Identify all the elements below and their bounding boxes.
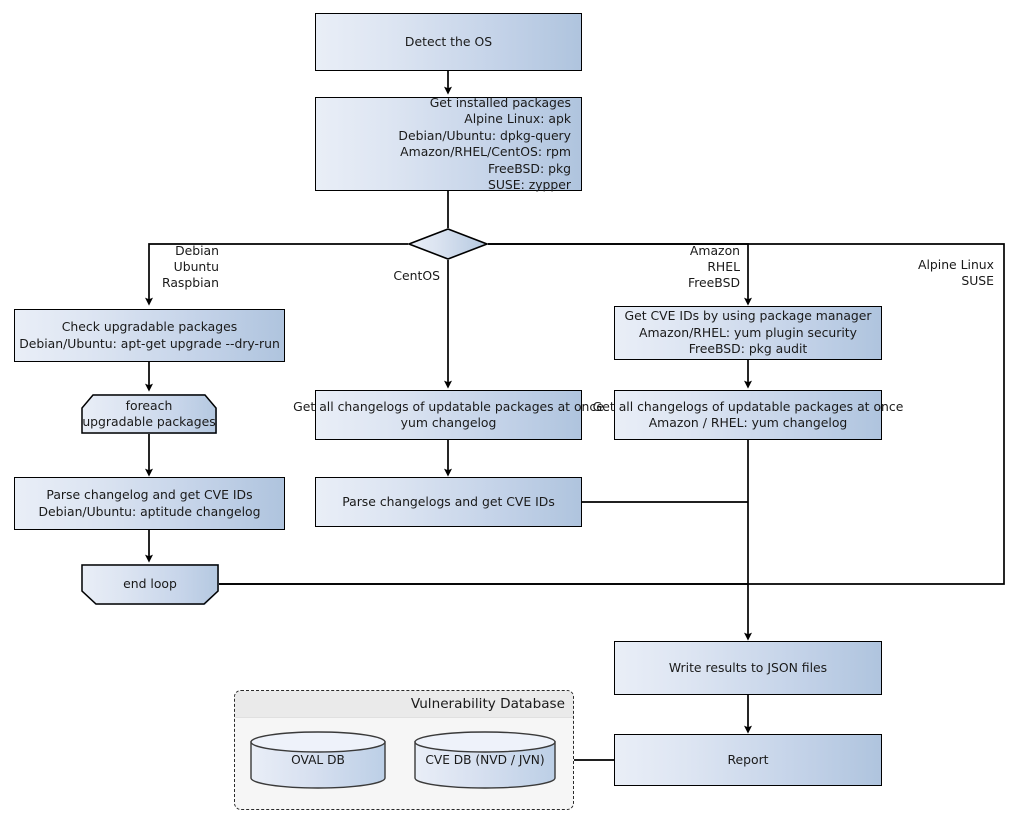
node-report-label: Report (727, 751, 769, 767)
node-report[interactable]: Report (614, 734, 882, 786)
branch-label-debian: Debian Ubuntu Raspbian (161, 243, 219, 291)
node-detect-os-label: Detect the OS (404, 33, 493, 49)
node-write-results-label: Write results to JSON files (668, 659, 828, 675)
db-cve[interactable]: CVE DB (NVD / JVN) (414, 731, 556, 789)
db-oval[interactable]: OVAL DB (250, 731, 386, 789)
db-cve-label: CVE DB (NVD / JVN) (425, 753, 545, 767)
db-oval-label: OVAL DB (291, 753, 345, 767)
node-end-loop-label: end loop (123, 576, 177, 592)
branch-label-alpine: Alpine Linux SUSE (917, 257, 994, 289)
branch-label-centos: CentOS (393, 268, 440, 283)
group-vulnerability-database-title: Vulnerability Database (410, 696, 565, 712)
branch-label-amazon: Amazon RHEL FreeBSD (688, 243, 740, 291)
node-detect-os[interactable]: Detect the OS (315, 13, 582, 71)
node-os-decision[interactable] (406, 228, 490, 260)
node-changelogs-centos-label: Get all changelogs of updatable packages… (293, 398, 604, 431)
node-changelogs-rhel[interactable]: Get all changelogs of updatable packages… (593, 390, 903, 440)
node-write-results[interactable]: Write results to JSON files (614, 641, 882, 695)
group-vulnerability-database-header: Vulnerability Database (235, 691, 573, 718)
node-parse-changelogs-centos[interactable]: Parse changelogs and get CVE IDs (315, 477, 582, 527)
node-end-loop[interactable]: end loop (81, 564, 219, 605)
node-parse-changelogs-centos-label: Parse changelogs and get CVE IDs (342, 493, 555, 509)
node-changelogs-centos[interactable]: Get all changelogs of updatable packages… (293, 390, 604, 440)
node-changelogs-rhel-label: Get all changelogs of updatable packages… (592, 398, 904, 431)
